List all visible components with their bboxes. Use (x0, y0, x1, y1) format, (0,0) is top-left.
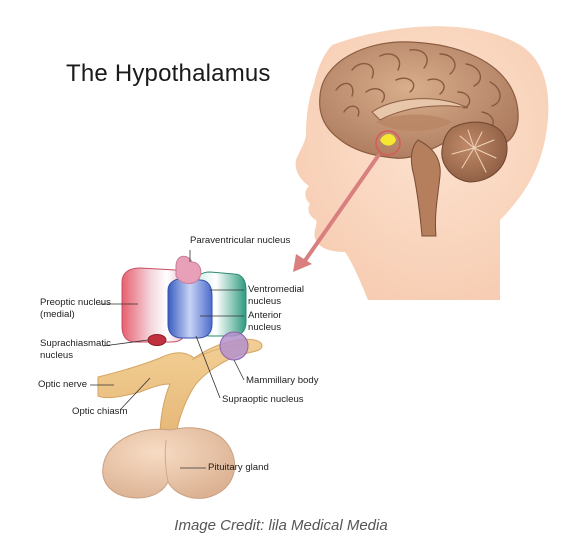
label-ventromedial-line1: Ventromedial (248, 284, 304, 295)
label-ventromedial-line2: nucleus (248, 296, 282, 307)
pituitary-gland (102, 427, 236, 499)
label-pituitary-gland: Pituitary gland (208, 462, 269, 473)
image-credit: Image Credit: lila Medical Media (174, 517, 388, 534)
anterior-nucleus-shape (167, 277, 213, 339)
label-suprachiasmatic-line1: Suprachiasmatic (40, 338, 111, 349)
label-preoptic-line2: (medial) (40, 309, 75, 320)
label-paraventricular-nucleus: Paraventricular nucleus (190, 235, 291, 246)
mammillary-body-shape (219, 331, 249, 361)
label-ventromedial-nucleus: Ventromedial nucleus (248, 284, 304, 308)
label-supraoptic-nucleus: Supraoptic nucleus (222, 394, 304, 405)
label-anterior-line2: nucleus (248, 322, 282, 333)
label-anterior-nucleus: Anterior nucleus (248, 310, 282, 334)
label-anterior-line1: Anterior (248, 310, 282, 321)
label-optic-nerve: Optic nerve (38, 379, 88, 390)
pointer-arrow (293, 154, 380, 272)
label-mammillary-body: Mammillary body (246, 375, 319, 386)
label-suprachiasmatic-nucleus: Suprachiasmatic nucleus (40, 338, 111, 362)
paraventricular-nucleus-shape (175, 255, 202, 284)
label-preoptic-nucleus: Preoptic nucleus (medial) (40, 297, 111, 321)
page-title: The Hypothalamus (66, 60, 271, 87)
hypothalamus-highlight (380, 134, 396, 146)
leader-lines (90, 250, 245, 469)
nuclei (121, 255, 249, 361)
label-suprachiasmatic-line2: nucleus (40, 350, 74, 361)
label-preoptic-line1: Preoptic nucleus (40, 297, 111, 308)
suprachiasmatic-nucleus-shape (147, 334, 167, 346)
label-optic-chiasm: Optic chiasm (72, 406, 128, 417)
brain-sagittal (319, 41, 519, 237)
